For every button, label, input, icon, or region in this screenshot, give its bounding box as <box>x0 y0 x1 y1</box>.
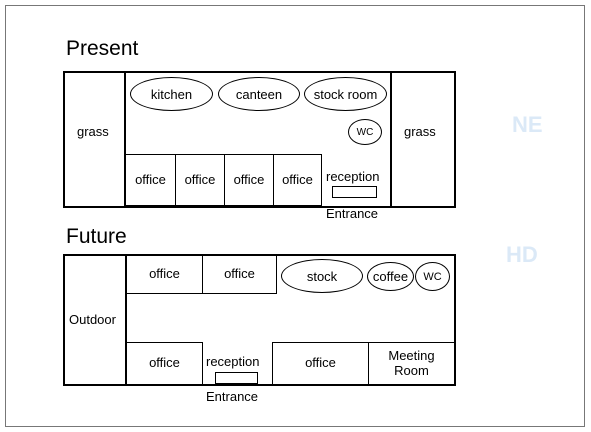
present-heading: Present <box>66 37 139 60</box>
future-meeting-room: Meeting Room <box>368 342 455 385</box>
future-entrance: Entrance <box>206 389 259 404</box>
future-left-divider <box>125 254 127 386</box>
future-heading: Future <box>66 225 127 248</box>
future-reception-desk <box>215 372 258 384</box>
future-stock: stock <box>281 259 363 293</box>
future-reception: reception <box>206 354 260 369</box>
present-right-divider <box>390 71 392 208</box>
present-kitchen: kitchen <box>130 77 213 111</box>
present-reception-desk <box>332 186 377 198</box>
future-office-top: office <box>202 255 277 294</box>
present-office: office <box>273 154 322 206</box>
present-stock-room: stock room <box>304 77 387 111</box>
present-canteen: canteen <box>218 77 300 111</box>
present-grass-right: grass <box>404 124 436 139</box>
watermark-logo: NE <box>512 112 543 137</box>
present-office: office <box>175 154 225 206</box>
present-office: office <box>224 154 274 206</box>
future-office-top: office <box>126 255 203 294</box>
present-wc: WC <box>348 119 382 145</box>
present-reception: reception <box>326 169 380 184</box>
future-office-bottom-left: office <box>126 342 203 385</box>
future-wc: WC <box>415 262 450 291</box>
present-entrance: Entrance <box>326 206 379 221</box>
present-left-divider <box>124 71 126 208</box>
diagram-frame <box>5 5 585 427</box>
future-coffee: coffee <box>367 262 414 291</box>
watermark-logo: HD <box>506 242 538 267</box>
future-office-bottom-right: office <box>272 342 369 385</box>
present-grass-left: grass <box>77 124 109 139</box>
present-floor-plan <box>63 71 456 208</box>
present-office: office <box>125 154 176 206</box>
future-outdoor: Outdoor <box>69 312 116 327</box>
